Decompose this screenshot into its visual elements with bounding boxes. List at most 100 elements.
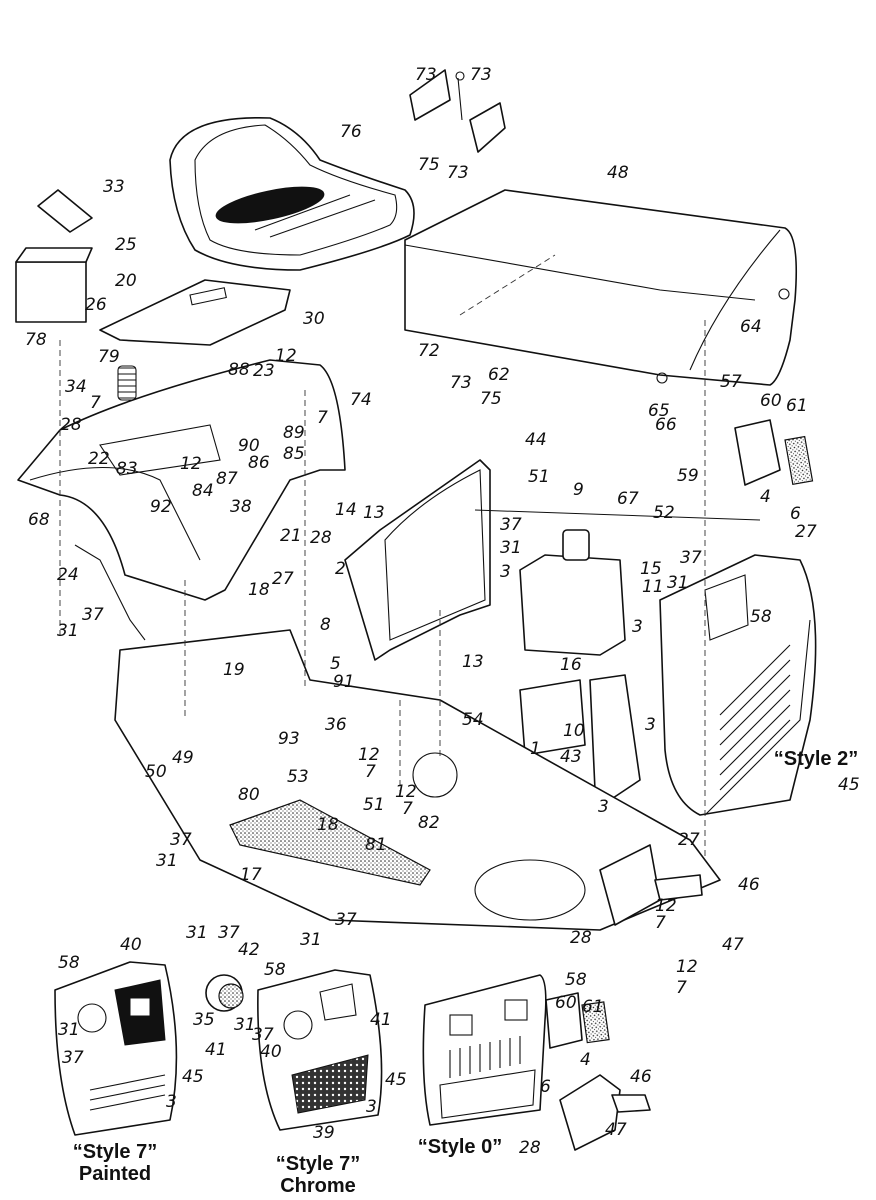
callout-part-24: 24 [57,565,79,585]
callout-part-20: 20 [115,271,137,291]
callout-part-30: 30 [303,309,325,329]
seat-plate-part-20 [99,279,291,346]
callout-part-5: 5 [330,654,341,674]
callout-part-78: 78 [25,330,47,350]
callout-part-68: 68 [28,510,50,530]
callout-part-18: 18 [317,815,339,835]
callout-part-81: 81 [365,835,387,855]
callout-part-60: 60 [555,993,577,1013]
callout-part-89: 89 [283,423,305,443]
callout-part-11: 11 [642,577,664,597]
front-bracket-part-46 [599,844,703,926]
caption-style-7-painted-line1: “Style 7” [73,1141,157,1163]
callout-part-93: 93 [278,729,300,749]
caption-style-2: “Style 2” [774,748,858,770]
callout-part-82: 82 [418,813,440,833]
callout-part-52: 52 [653,503,675,523]
callout-part-40: 40 [120,935,142,955]
callout-part-45: 45 [838,775,860,795]
callout-part-15: 15 [640,559,662,579]
callout-part-3: 3 [366,1097,377,1117]
callout-part-36: 36 [325,715,347,735]
callout-part-14: 14 [335,500,357,520]
callout-part-27: 27 [272,569,294,589]
callout-part-41: 41 [370,1010,392,1030]
spring-part-34 [117,365,137,401]
callout-part-40: 40 [260,1042,282,1062]
callout-part-84: 84 [192,481,214,501]
dash-panel-part-2 [344,459,491,661]
callout-part-31: 31 [156,851,178,871]
fuel-tank-part-9 [519,529,626,756]
caption-style-7-chrome-line2: Chrome [280,1175,356,1197]
callout-part-61: 61 [582,997,604,1017]
callout-part-3: 3 [166,1092,177,1112]
callout-part-72: 72 [418,341,440,361]
callout-part-47: 47 [605,1120,627,1140]
callout-part-7: 7 [90,393,101,413]
callout-part-43: 43 [560,747,582,767]
callout-part-38: 38 [230,497,252,517]
callout-part-18: 18 [248,580,270,600]
callout-part-44: 44 [525,430,547,450]
callout-part-85: 85 [283,444,305,464]
callout-part-37: 37 [335,910,357,930]
frame-part-53 [114,629,721,931]
callout-part-26: 26 [85,295,107,315]
callout-part-54: 54 [462,710,484,730]
assembly-lines [59,320,761,860]
callout-part-53: 53 [287,767,309,787]
callout-part-51: 51 [363,795,385,815]
callout-part-12: 12 [676,957,698,977]
callout-part-28: 28 [519,1138,541,1158]
callout-part-66: 66 [655,415,677,435]
callout-part-10: 10 [563,721,585,741]
seat-part-76 [169,117,415,271]
callout-part-87: 87 [216,469,238,489]
callout-part-58: 58 [750,607,772,627]
callout-part-3: 3 [632,617,643,637]
light-housing-part-60 [734,419,814,486]
callout-part-37: 37 [500,515,522,535]
callout-part-31: 31 [57,621,79,641]
callout-part-67: 67 [617,489,639,509]
callout-part-33: 33 [103,177,125,197]
callout-part-86: 86 [248,453,270,473]
callout-part-73: 73 [450,373,472,393]
callout-part-31: 31 [500,538,522,558]
callout-part-42: 42 [238,940,260,960]
light-housing-style-0 [545,992,651,1151]
callout-part-7: 7 [655,913,666,933]
callout-part-23: 23 [253,361,275,381]
callout-part-7: 7 [402,799,413,819]
callout-part-22: 22 [88,449,110,469]
callout-part-6: 6 [540,1077,551,1097]
callout-part-88: 88 [228,360,250,380]
caption-style-7-painted-line2: Painted [79,1163,151,1185]
callout-part-91: 91 [333,672,355,692]
hood-part-48 [404,189,798,386]
callout-part-92: 92 [150,497,172,517]
headlight-part-42 [205,974,244,1012]
callout-part-12: 12 [358,745,380,765]
callout-part-83: 83 [116,459,138,479]
callout-part-73: 73 [415,65,437,85]
callout-part-58: 58 [264,960,286,980]
grille-style-2-part-45 [659,554,817,816]
grille-style-0 [422,974,547,1126]
callout-part-1: 1 [530,739,541,759]
callout-part-58: 58 [58,953,80,973]
callout-part-80: 80 [238,785,260,805]
fender-deck-part-68 [17,359,346,601]
grille-style-7-painted [54,961,178,1136]
callout-part-48: 48 [607,163,629,183]
callout-part-12: 12 [395,782,417,802]
callout-part-12: 12 [180,454,202,474]
bracket-part-24 [74,544,146,641]
callout-part-65: 65 [648,401,670,421]
callout-part-75: 75 [418,155,440,175]
callout-part-37: 37 [218,923,240,943]
callout-part-57: 57 [720,372,742,392]
